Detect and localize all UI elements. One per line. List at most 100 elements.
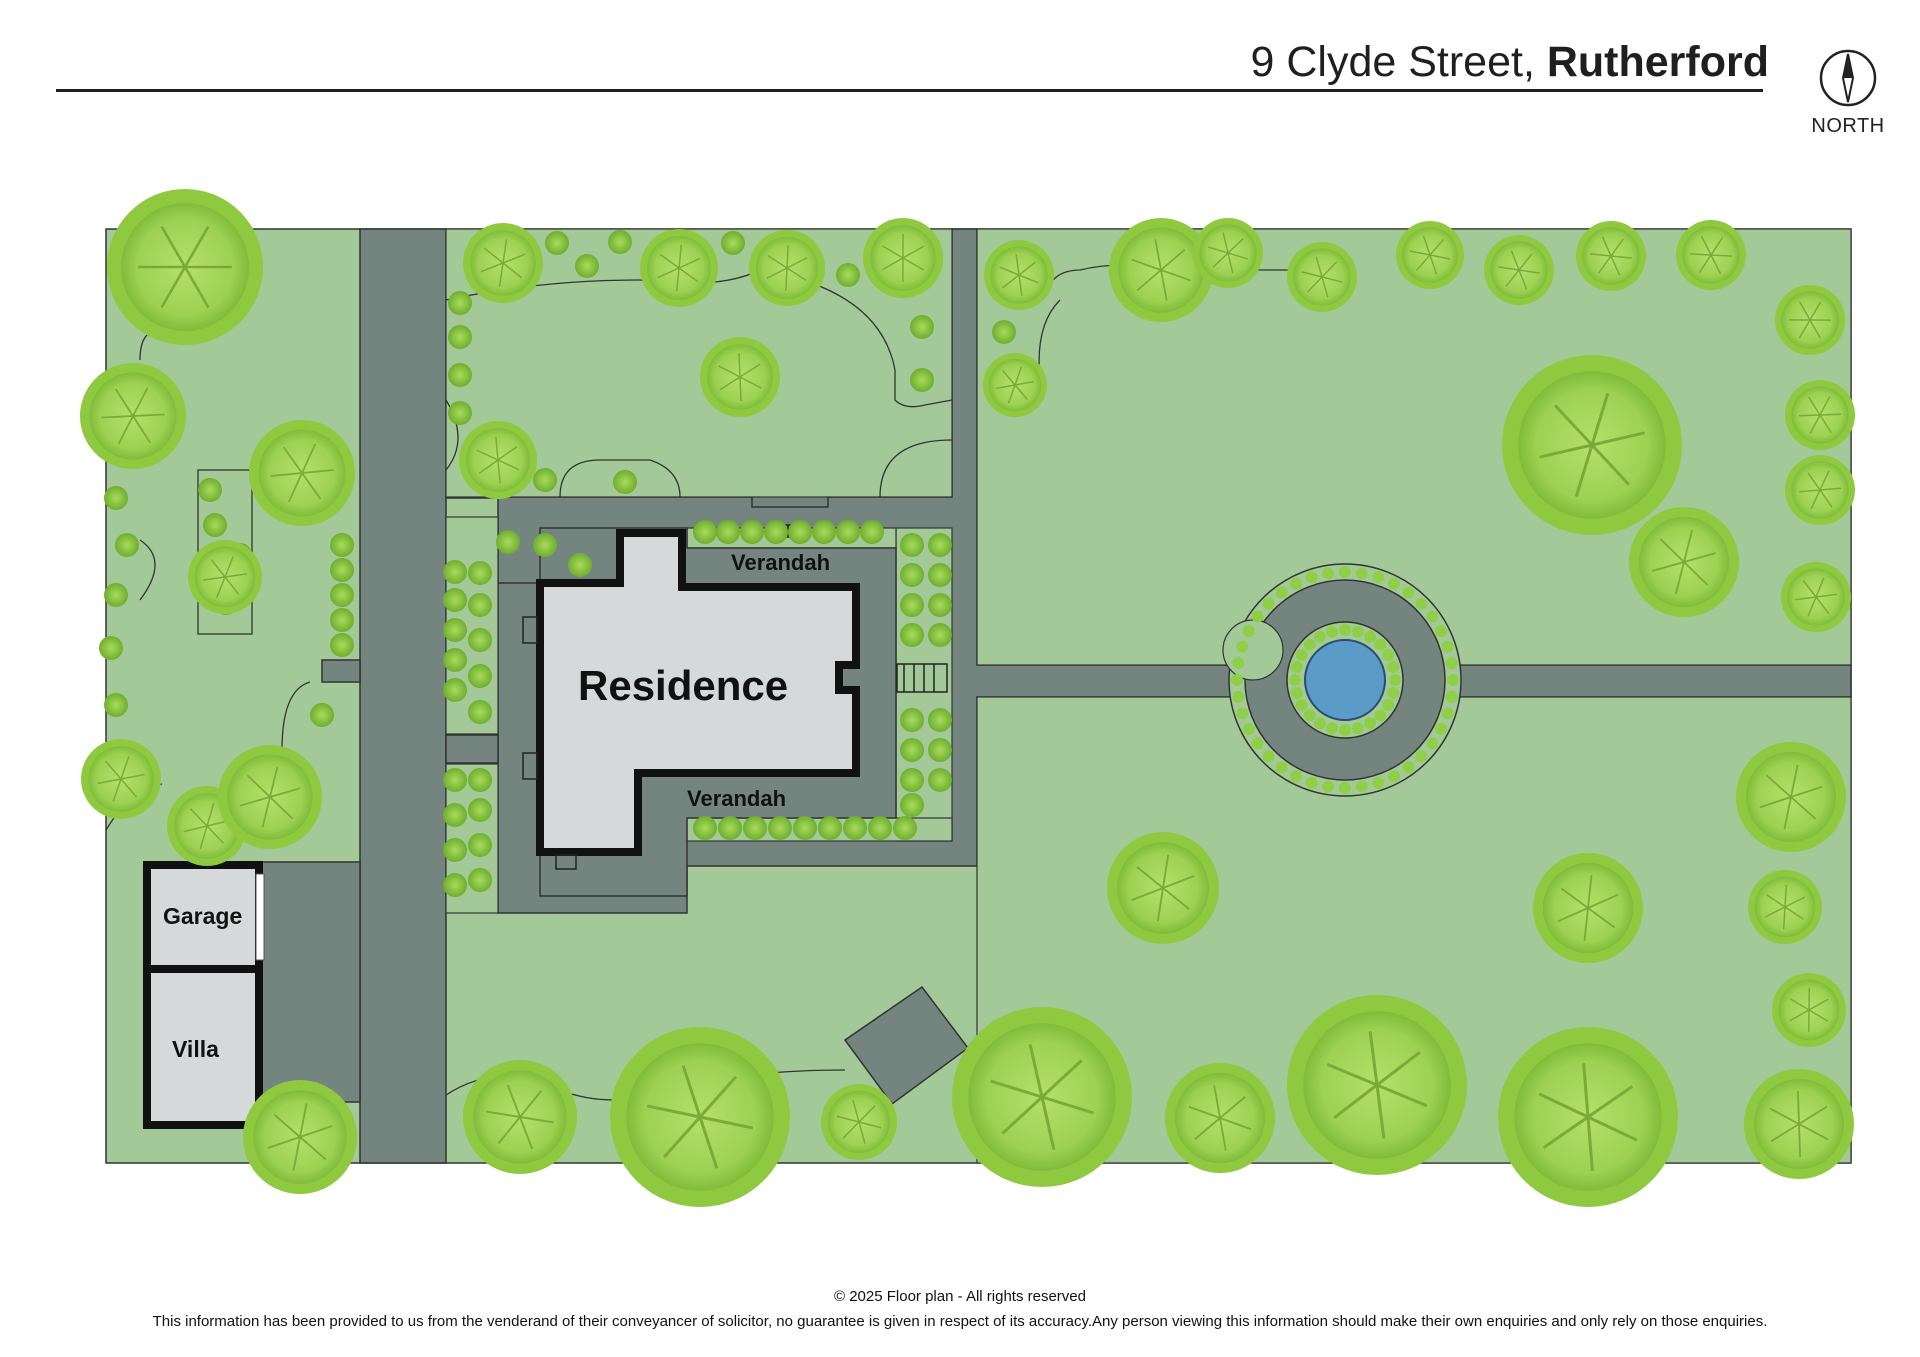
shrub [1374,638,1387,651]
shrub [740,520,764,544]
shrub [721,231,745,255]
shrub [868,816,892,840]
tree [749,230,825,306]
shrub [104,486,128,510]
shrub [1289,674,1301,686]
shrub [1364,630,1376,643]
shrub [900,768,924,792]
shrub [1326,722,1339,735]
shrub [468,593,492,617]
residence-building [536,529,860,856]
shrub [99,636,123,660]
shrub [1441,707,1454,720]
shrub [468,833,492,857]
shrub [900,563,924,587]
tree [1287,242,1357,312]
shrub [1372,776,1385,789]
tree [640,229,718,307]
tree [249,420,355,526]
shrub [545,231,569,255]
tree [463,223,543,303]
shrub [1364,717,1376,730]
footer-copyright: © 2025 Floor plan - All rights reserved [833,1288,1086,1305]
shrub [330,533,354,557]
north-label: NORTH [1811,115,1885,137]
shrub [1251,610,1264,623]
shrub [928,768,952,792]
shrub [860,520,884,544]
shrub [1426,610,1439,623]
tree [459,421,537,499]
shrub [1295,699,1308,711]
shrub [310,703,334,727]
shrub [1388,577,1401,590]
shrub [330,608,354,632]
shrub [1387,686,1400,699]
villa-label: Villa [172,1036,219,1062]
shrub [843,816,867,840]
property-address-title: 9 Clyde Street, Rutherford [1250,38,1769,87]
shrub [448,325,472,349]
shrub [1236,640,1249,653]
shrub [613,470,637,494]
shrub [468,700,492,724]
header-divider [56,89,1763,92]
shrub [818,816,842,840]
shrub [533,468,557,492]
street-address: 9 Clyde Street, [1250,38,1535,86]
shrub [1389,674,1401,686]
tree [610,1027,790,1207]
tree [1785,380,1855,450]
shrub [928,533,952,557]
shrub [1415,750,1428,763]
shrub [900,708,924,732]
tree [1193,218,1263,288]
footer-disclaimer: This information has been provided to us… [152,1313,1768,1330]
tree [983,353,1047,417]
shrub [448,401,472,425]
tree [1109,218,1213,322]
shrub [928,708,952,732]
shrub [443,648,467,672]
shrub [1262,750,1275,763]
shrub [468,628,492,652]
tree [1744,1069,1854,1179]
shrub [1251,737,1264,750]
shrub [1339,724,1351,736]
shrub [443,803,467,827]
shrub [1388,770,1401,783]
villa-building [143,965,263,1129]
shrub [575,254,599,278]
shrub [1231,674,1243,686]
suburb-name: Rutherford [1546,38,1769,86]
shrub [104,693,128,717]
tree [1396,221,1464,289]
shrub [928,623,952,647]
shrub [743,816,767,840]
shrub [330,583,354,607]
shrub [1351,722,1364,735]
shrub [1289,770,1302,783]
shrub [1382,699,1395,711]
shrub [1232,657,1245,670]
shrub [1242,624,1255,637]
shrub [900,738,924,762]
shrub [836,263,860,287]
shrub [1435,723,1448,736]
shrub [448,363,472,387]
shrub [693,816,717,840]
verandah-north-label: Verandah [731,550,831,575]
tree [1498,1027,1678,1207]
shrub [468,798,492,822]
pond [1304,639,1386,721]
shrub [718,816,742,840]
shrub [900,533,924,557]
tree [1785,455,1855,525]
shrub [1339,782,1351,794]
shrub [768,816,792,840]
shrub [1402,761,1415,774]
shrub [1326,625,1339,638]
shrub [330,558,354,582]
shrub [443,678,467,702]
shrub [468,561,492,585]
